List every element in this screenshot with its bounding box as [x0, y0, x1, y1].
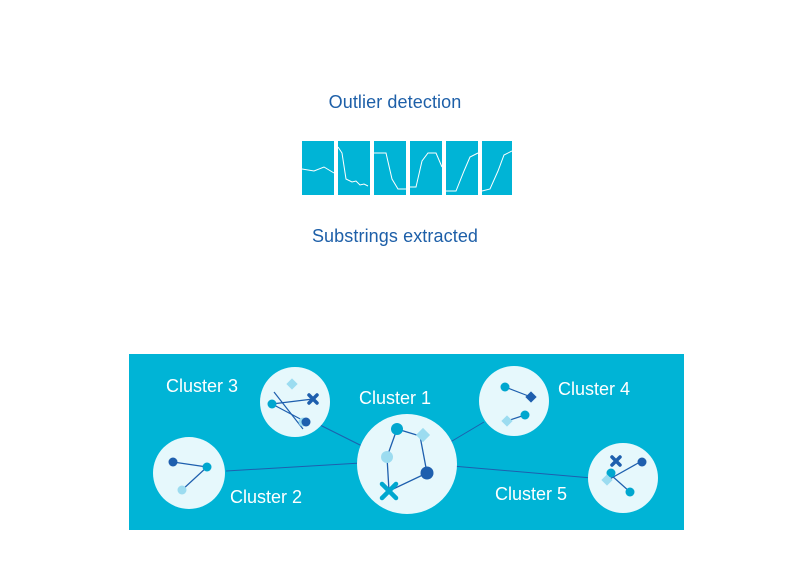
- substring-tile-1: [302, 141, 335, 195]
- substring-tile-5: [446, 141, 479, 195]
- cluster-5-label: Cluster 5: [495, 484, 568, 504]
- cluster-4-label: Cluster 4: [558, 379, 631, 399]
- substring-tile-2: [337, 141, 370, 195]
- cluster-4-node: [479, 366, 549, 436]
- cluster-2-label: Cluster 2: [230, 487, 303, 507]
- cluster-1-node: [357, 414, 457, 514]
- cluster-3-node: [260, 367, 330, 437]
- substrings-caption: Substrings extracted: [311, 226, 479, 246]
- cluster-2-node: [153, 437, 225, 509]
- cluster-5-node: [588, 443, 658, 513]
- substring-tile-4: [410, 141, 443, 195]
- cluster-1-label: Cluster 1: [359, 388, 432, 408]
- substrings-strip: [302, 141, 512, 195]
- substring-tile-6: [481, 141, 512, 195]
- substring-tile-3: [374, 141, 406, 195]
- cluster-panel: Cluster 1 Cluster 2 Cluster 3 Cluster 4 …: [129, 354, 684, 530]
- cluster-3-label: Cluster 3: [166, 376, 239, 396]
- outlier-detection-title: Outlier detection: [328, 92, 462, 112]
